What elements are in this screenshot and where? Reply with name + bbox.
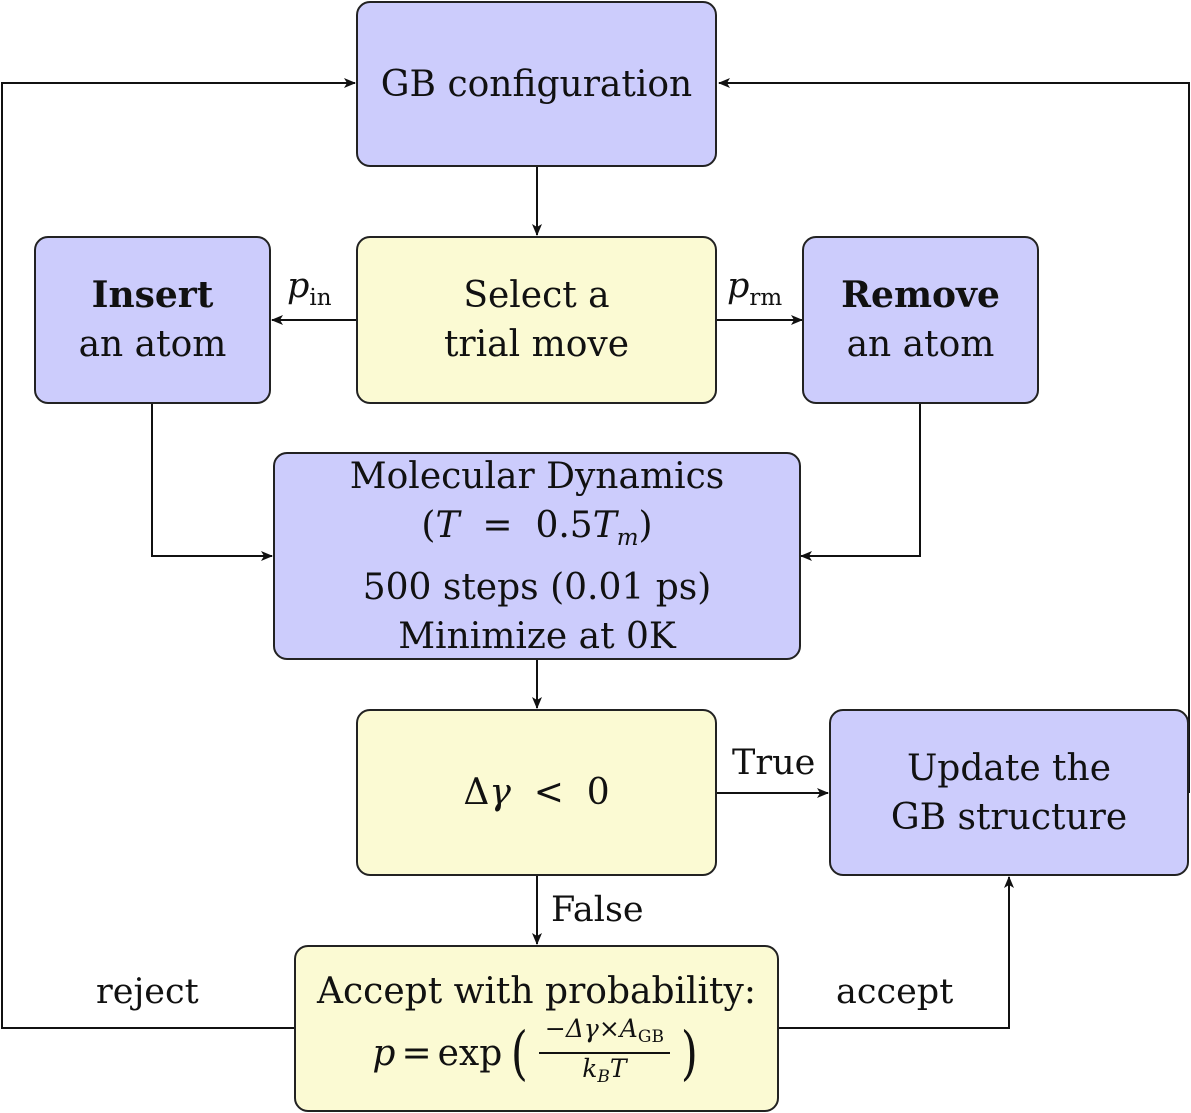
arrow-insert-to-md	[151, 404, 273, 561]
gb-configuration-box: GB configuration	[356, 1, 717, 167]
remove-subtitle: an atom	[846, 324, 995, 365]
acceptance-formula: p = exp ( −Δγ×AGB kBT )	[372, 1016, 700, 1090]
arrow-remove-to-md	[800, 404, 921, 561]
condition-expression: Δγ < 0	[463, 772, 610, 813]
false-label: False	[551, 890, 644, 930]
md-steps: 500 steps (0.01 ps)	[362, 566, 712, 608]
insert-subtitle: an atom	[78, 324, 227, 365]
md-minimize: Minimize at 0K	[398, 615, 676, 657]
md-temperature: (T = 0.5Tm)	[421, 504, 653, 551]
update-line-1: Update the	[906, 747, 1112, 789]
remove-atom-box: Remove an atom	[802, 236, 1039, 404]
accept-probability-box: Accept with probability: p = exp ( −Δγ×A…	[294, 945, 779, 1112]
true-label: True	[732, 743, 816, 783]
reject-label: reject	[96, 972, 199, 1012]
accept-probability-title: Accept with probability:	[317, 971, 756, 1012]
insert-title: Insert	[91, 274, 214, 316]
select-move-line-2: trial move	[443, 324, 630, 365]
formula-fraction: −Δγ×AGB kBT	[538, 1016, 670, 1090]
md-title: Molecular Dynamics	[349, 455, 725, 497]
remove-title: Remove	[841, 274, 1000, 316]
arrow-reject-to-config	[1, 78, 356, 1029]
insert-atom-box: Insert an atom	[34, 236, 271, 404]
condition-box: Δγ < 0	[356, 709, 717, 876]
select-trial-move-box: Select a trial move	[356, 236, 717, 404]
arrow-update-to-config	[718, 78, 1190, 793]
p-rm-label: prm	[727, 266, 783, 311]
molecular-dynamics-box: Molecular Dynamics (T = 0.5Tm) 500 steps…	[273, 452, 801, 660]
p-in-label: pin	[287, 266, 332, 311]
gb-configuration-label: GB configuration	[380, 63, 693, 105]
update-gb-structure-box: Update the GB structure	[829, 709, 1189, 876]
accept-label: accept	[836, 972, 954, 1012]
select-move-line-1: Select a	[463, 275, 610, 316]
arrow-accept-to-update	[779, 876, 1014, 1029]
update-line-2: GB structure	[890, 796, 1128, 838]
